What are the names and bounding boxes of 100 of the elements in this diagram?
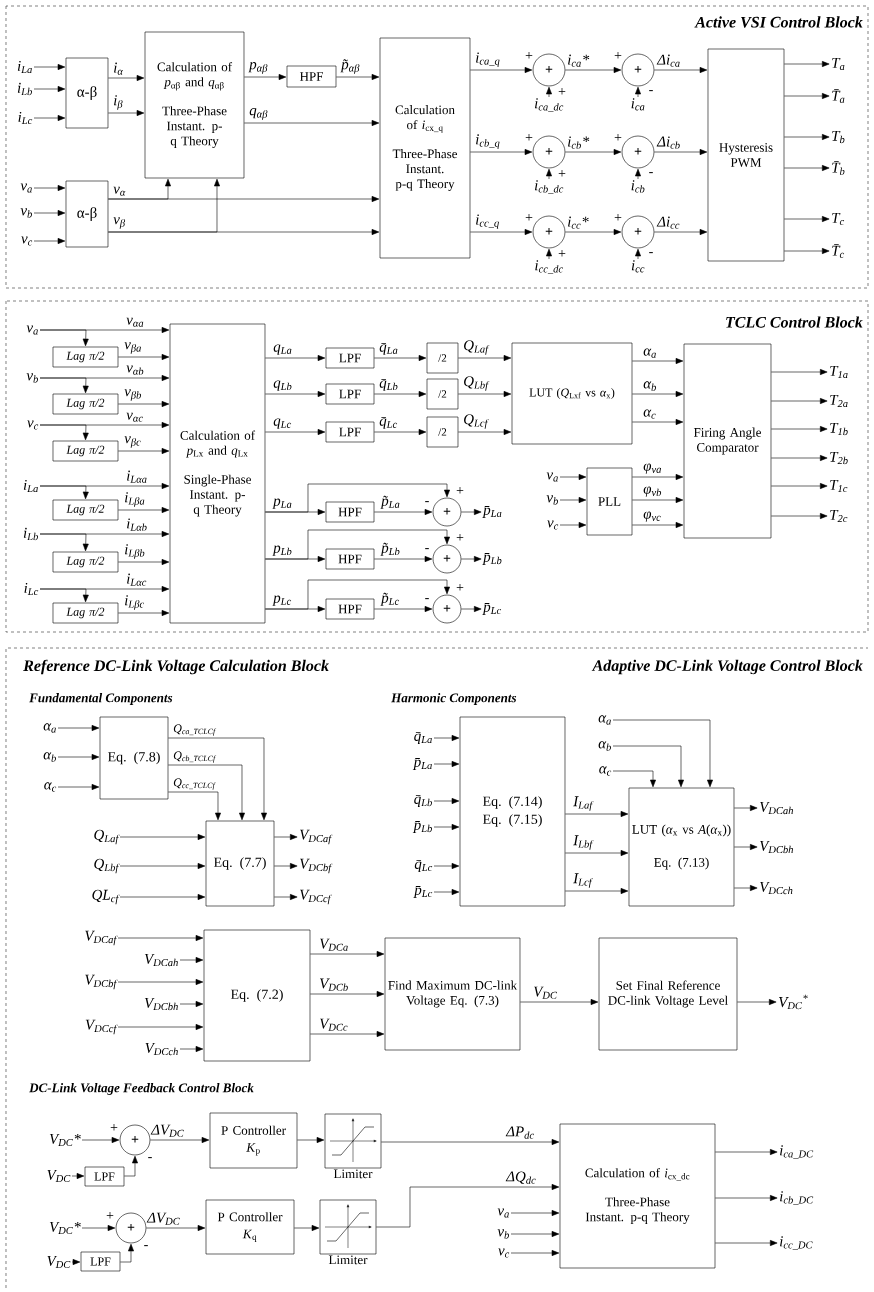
function-block: Eq. (7.8) xyxy=(99,716,169,800)
signal-label: V$_{DCbh}$ xyxy=(144,997,178,1011)
arrow xyxy=(565,888,629,894)
arrow xyxy=(81,1137,120,1143)
signal-label: i$_{Lc}$ xyxy=(24,582,39,596)
arrow xyxy=(39,424,89,441)
sign-label: - xyxy=(144,1245,148,1247)
arrow xyxy=(57,754,100,760)
signal-label: v$_{c}$ xyxy=(547,520,559,530)
signal-label: V$_{DCah}$ xyxy=(144,953,178,967)
signal-label: V$_{DC}$* xyxy=(779,994,808,1010)
signal-label: i$_{Lb}$ xyxy=(17,82,32,96)
arrow xyxy=(559,497,587,503)
arrow xyxy=(565,229,622,235)
arrow xyxy=(118,401,170,407)
arrow xyxy=(559,474,587,480)
arrow xyxy=(771,483,828,489)
signal-label: p̄$_{La}$ xyxy=(482,506,502,518)
edge-label: v$_{βb}$ xyxy=(123,388,143,402)
arrow xyxy=(433,824,460,830)
arrow xyxy=(374,556,433,562)
signal-label: v$_{a}$ xyxy=(497,1208,509,1218)
arrow xyxy=(117,935,204,941)
arrow xyxy=(57,725,100,731)
function-block: LPF xyxy=(325,383,375,405)
edge-label: i$_{Lβb}$ xyxy=(123,543,147,560)
function-block: HPF xyxy=(325,548,375,570)
summing-junction: + xyxy=(532,53,566,87)
arrow xyxy=(265,429,326,435)
arrow xyxy=(39,588,89,603)
arrow xyxy=(310,951,385,957)
edge-label: Q$_{ca_TCLCf}$ xyxy=(172,723,217,737)
summing-junction: + xyxy=(621,215,655,249)
edge-label: α$_{b}$ xyxy=(642,380,658,392)
signal-label: q̄$_{Lc}$ xyxy=(414,860,433,872)
summing-junction: + xyxy=(432,497,462,527)
edge-label: p$_{Lc}$ xyxy=(272,594,293,607)
function-block: Find Maximum DC-link Voltage Eq. (7.3) xyxy=(384,937,521,1051)
sign-label: + xyxy=(558,88,566,95)
arrow xyxy=(374,355,427,361)
edge-label: Δi$_{cc}$ xyxy=(656,215,681,230)
signal-label: V$_{DCah}$ xyxy=(760,801,793,815)
edge-label: i$_{cc_q}$ xyxy=(474,213,501,230)
edge-label: V$_{DC}$ xyxy=(532,985,559,1000)
signal-label: T$_{1b}$ xyxy=(830,422,848,436)
arrow xyxy=(771,398,828,404)
sign-label: - xyxy=(649,172,653,174)
arrow xyxy=(168,764,245,821)
arrow xyxy=(510,1250,560,1256)
arrow xyxy=(510,1231,560,1237)
function-block: LPF xyxy=(84,1166,125,1187)
edge-label: i$_{β}$ xyxy=(112,94,125,111)
summing-junction: + xyxy=(115,1212,147,1244)
edge-label: V$_{DCa}$ xyxy=(318,937,350,952)
arrow xyxy=(310,1031,385,1037)
sign-label: + xyxy=(614,52,622,59)
arrow xyxy=(118,559,170,565)
function-block: LPF xyxy=(325,421,375,443)
signal-label: T$_{2c}$ xyxy=(830,509,848,523)
arrow xyxy=(784,93,830,99)
arrow xyxy=(461,606,482,612)
signal-label: v$_{c}$ xyxy=(498,1248,510,1258)
signal-label: p̄$_{Lc}$ xyxy=(482,603,502,615)
signal-label: T$_{c}$ xyxy=(832,212,845,226)
sign-label: + xyxy=(525,52,533,59)
edge-label: v$_{αb}$ xyxy=(125,364,146,376)
arrow xyxy=(470,229,533,235)
arrow xyxy=(374,606,433,612)
arrow xyxy=(118,610,170,616)
edge-label: φ$_{va}$ xyxy=(642,462,663,475)
arrow xyxy=(374,391,427,397)
section-heading: Harmonic Components xyxy=(391,693,517,705)
function-block: Eq. (7.2) xyxy=(203,929,311,1062)
signal-label: V$_{DCcf}$ xyxy=(85,1019,118,1035)
arrow xyxy=(734,885,758,891)
edge-label: Q$_{Lcf}$ xyxy=(462,413,489,430)
signal-label: i$_{cb}$ xyxy=(631,180,645,193)
limiter-block: Limiter xyxy=(319,1199,377,1265)
function-block: HPF xyxy=(286,65,337,88)
signal-label: i$_{cc_dc}$ xyxy=(535,260,563,274)
node-label: Limiter xyxy=(328,1255,368,1265)
arrow xyxy=(632,522,684,528)
arrow xyxy=(381,1139,560,1145)
block-title: Reference DC-Link Voltage Calculation Block xyxy=(23,659,329,675)
edge-label: q$_{Lc}$ xyxy=(272,417,293,430)
summing-junction: + xyxy=(119,1124,151,1156)
signal-label: QL$_{cf}$ xyxy=(92,889,120,905)
edge-label: i$_{Lαc}$ xyxy=(125,572,148,587)
signal-label: α$_{c}$ xyxy=(599,766,612,776)
arrow xyxy=(612,719,713,788)
edge-label: q$_{Lb}$ xyxy=(272,379,294,392)
arrow xyxy=(108,110,145,116)
edge-label: i$_{Lβc}$ xyxy=(123,594,146,611)
signal-label: T$_{1a}$ xyxy=(830,365,848,379)
edge-label: i$_{cb}$* xyxy=(566,135,591,150)
sign-label: + xyxy=(456,487,464,494)
arrow xyxy=(458,355,512,361)
signal-label: T̄$_{c}$ xyxy=(832,244,845,258)
signal-label: i$_{ca}$ xyxy=(631,98,645,111)
signal-label: q̄$_{Lb}$ xyxy=(414,795,432,807)
